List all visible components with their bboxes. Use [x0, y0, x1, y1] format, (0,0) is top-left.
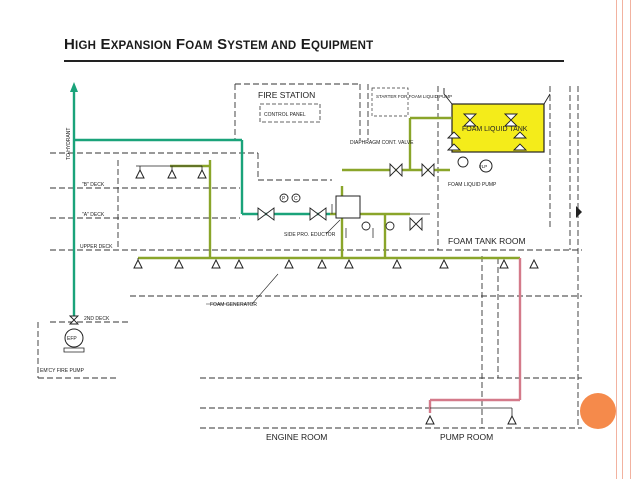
title-cap: S: [217, 36, 228, 53]
gauge-c-label: C: [294, 196, 298, 202]
b-deck-label: "B" DECK: [82, 182, 105, 188]
diaphragm-valve-label: DIAPHRAGM CONT. VALVE: [350, 140, 414, 146]
a-deck-label: "A" DECK: [82, 212, 105, 218]
emergency-fire-pump: [64, 328, 84, 348]
water-main-line: [72, 88, 330, 318]
pump-room-label: PUMP ROOM: [440, 432, 493, 442]
slide-title-text: HIGH EXPANSION FOAM SYSTEM AND EQUIPMENT: [64, 36, 373, 53]
slide-title: HIGH EXPANSION FOAM SYSTEM AND EQUIPMENT: [64, 36, 564, 62]
foam-liquid-pump: [479, 159, 493, 173]
efp-label: EFP: [67, 336, 77, 342]
side-pro-eductor: [335, 195, 361, 219]
starter-label: STARTER FOR FOAM LIQUID PUMP: [376, 94, 452, 99]
fire-station-label: FIRE STATION: [258, 90, 315, 100]
pointer-arrow-icon: [576, 206, 582, 218]
hydrant-arrow-icon: [70, 82, 78, 92]
title-cap: H: [64, 36, 76, 53]
foam-generators: [133, 168, 539, 425]
title-underline: [64, 60, 564, 62]
second-deck-label: 2ND DECK: [84, 316, 110, 322]
title-rest: OAM: [185, 40, 213, 52]
accent-dot: [580, 393, 616, 429]
engine-room-label: ENGINE ROOM: [266, 432, 327, 442]
emcy-fire-pump-label: EM'CY FIRE PUMP: [40, 368, 85, 374]
gauges: [279, 156, 469, 231]
decorative-edge-lines: [608, 0, 638, 479]
gauge-p-label: P: [282, 196, 286, 202]
foam-liquid-tank: [451, 103, 545, 153]
upper-deck-label: UPPER DECK: [80, 244, 113, 250]
control-panel-label: CONTROL PANEL: [264, 112, 306, 118]
title-cap: F: [175, 36, 186, 53]
title-cap: E: [300, 36, 311, 53]
title-rest: XPANSION: [110, 40, 172, 52]
foam-liquid-pump-label: FOAM LIQUID PUMP: [448, 182, 497, 188]
foam-tank-room-label: FOAM TANK ROOM: [448, 236, 526, 246]
title-rest: IGH: [75, 40, 97, 52]
foam-generator-label: FOAM GENERATOR: [210, 302, 257, 308]
title-rest: YSTEM AND: [227, 40, 297, 52]
flp-label: FLP: [479, 164, 487, 169]
deck-lines: [37, 83, 582, 429]
valves: [68, 113, 528, 325]
foam-system-diagram: P C EFP FIRE STATION CONTROL PANEL START…: [30, 78, 582, 450]
control-panel-box: [259, 103, 321, 123]
title-cap: E: [100, 36, 111, 53]
pump-room-line: [428, 258, 522, 413]
foam-liquid-tank-label: FOAM LIQUID TANK: [462, 126, 528, 133]
title-rest: QUIPMENT: [311, 40, 374, 52]
side-pro-eductor-label: SIDE PRO. EDUCTOR: [284, 232, 336, 238]
to-hydrant-label: TO HYDRANT: [66, 128, 72, 160]
starter-box: [371, 87, 409, 117]
